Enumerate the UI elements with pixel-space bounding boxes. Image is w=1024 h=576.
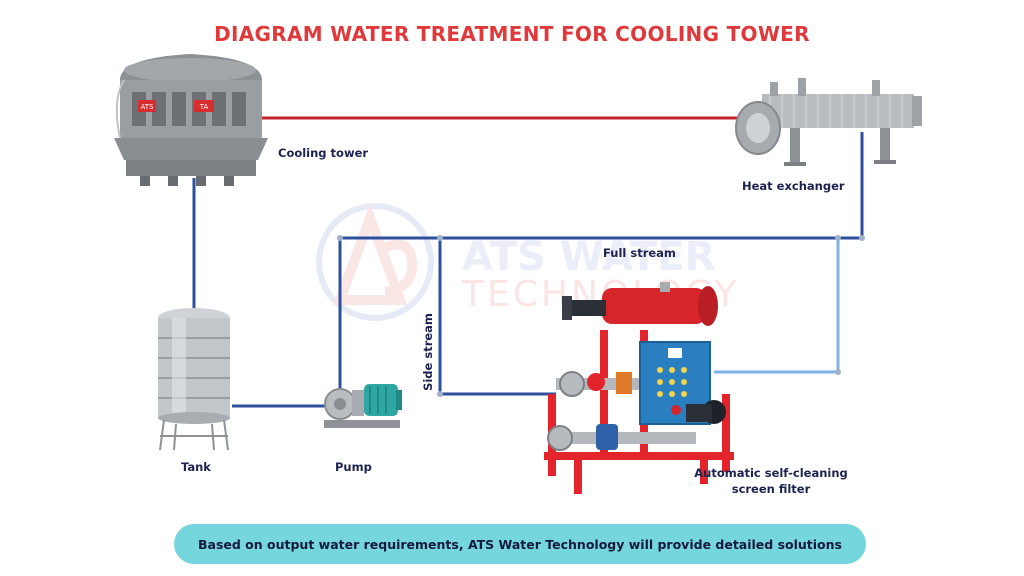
solution-banner: Based on output water requirements, ATS … — [174, 524, 866, 564]
tower-logo-mark: ATS — [141, 103, 155, 111]
pipe-side-stream-branch — [438, 238, 556, 396]
screen-filter-skid — [544, 282, 734, 494]
tower-plate-mark: TA — [199, 103, 209, 111]
pipe-main-to-filter — [714, 238, 840, 374]
label-tank: Tank — [181, 460, 211, 474]
storage-tank — [158, 308, 230, 451]
label-full-stream: Full stream — [603, 246, 676, 260]
pipe-pump-to-main — [338, 132, 864, 392]
water-pump — [324, 384, 402, 428]
watermark-line1: ATS WATER — [462, 234, 716, 280]
label-heat-exchanger: Heat exchanger — [742, 179, 845, 193]
label-filter-line2: screen filter — [731, 482, 811, 496]
pipe-elbows — [337, 235, 865, 397]
label-cooling-tower: Cooling tower — [278, 146, 369, 160]
diagram-title: DIAGRAM WATER TREATMENT FOR COOLING TOWE… — [214, 22, 810, 46]
banner-text: Based on output water requirements, ATS … — [198, 536, 842, 552]
light-pipe-network — [714, 238, 840, 374]
cold-pipe-network — [192, 132, 864, 408]
cooling-tower: ATS TA — [114, 54, 268, 186]
watermark-logo — [316, 203, 434, 321]
label-side-stream: Side stream — [421, 313, 435, 391]
label-pump: Pump — [335, 460, 372, 474]
label-filter-line1: Automatic self-cleaning — [694, 466, 848, 480]
heat-exchanger — [735, 78, 922, 166]
